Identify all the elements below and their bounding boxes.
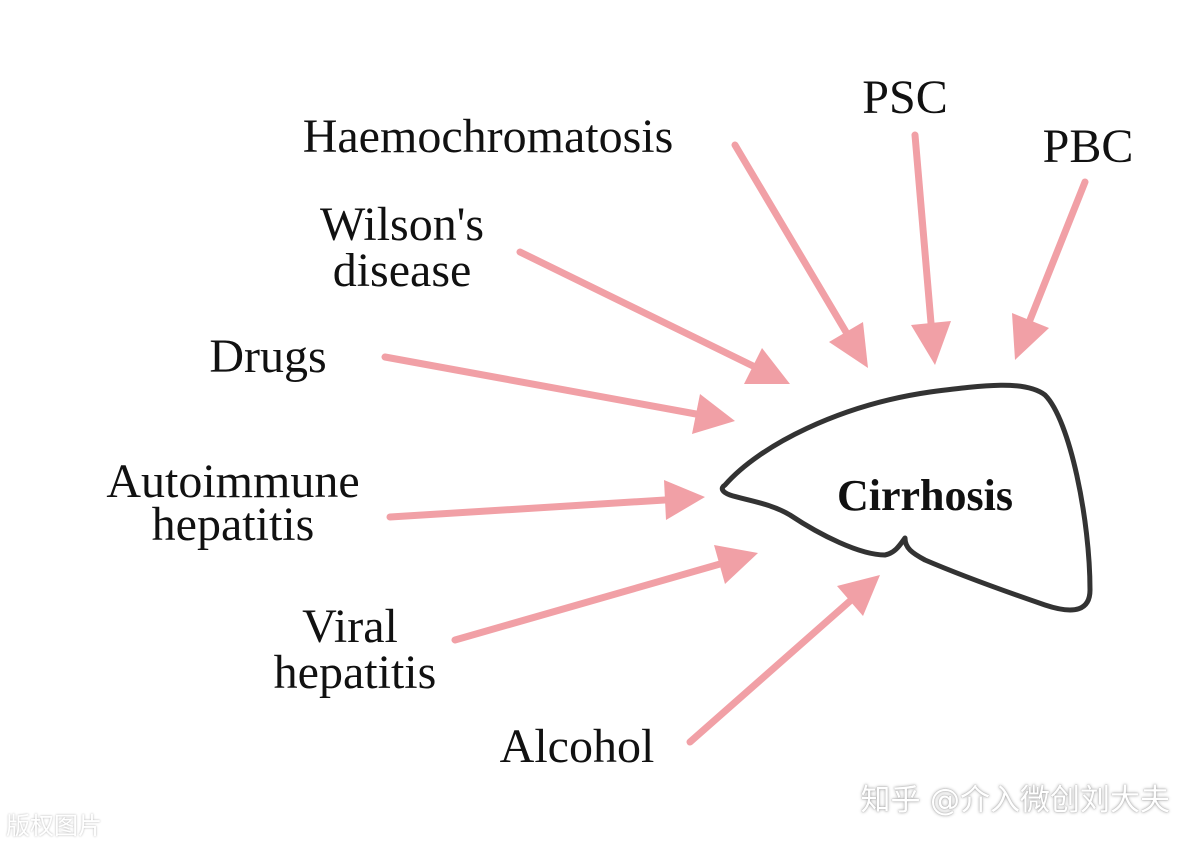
label-alcohol: Alcohol bbox=[500, 720, 655, 773]
label-psc: PSC bbox=[862, 71, 947, 124]
watermark-copyright: 版权图片 bbox=[6, 812, 102, 840]
arrow-psc bbox=[911, 131, 951, 365]
arrow-autoimmune bbox=[386, 480, 705, 521]
label-autoimmune-line2: hepatitis bbox=[152, 498, 315, 551]
label-haemochromatosis: Haemochromatosis bbox=[303, 110, 674, 163]
label-wilsons-line1: Wilson's bbox=[320, 198, 484, 251]
arrow-haemochromatosis bbox=[731, 141, 868, 368]
arrow-drugs bbox=[381, 353, 735, 434]
liver-outline bbox=[719, 382, 1093, 613]
label-drugs: Drugs bbox=[209, 330, 326, 383]
label-viral-line1: Viral bbox=[302, 600, 398, 653]
label-viral-line2: hepatitis bbox=[274, 646, 437, 699]
label-wilsons-line2: disease bbox=[333, 244, 472, 297]
label-pbc: PBC bbox=[1043, 120, 1134, 173]
arrow-alcohol bbox=[686, 575, 880, 746]
arrow-pbc bbox=[1012, 178, 1089, 360]
watermark-zhihu: 知乎 @介入微创刘大夫 bbox=[860, 783, 1170, 818]
arrow-viral bbox=[451, 545, 758, 644]
arrow-wilsons bbox=[516, 248, 790, 384]
label-autoimmune-line1: Autoimmune bbox=[106, 455, 359, 508]
cirrhosis-label: Cirrhosis bbox=[837, 471, 1013, 520]
